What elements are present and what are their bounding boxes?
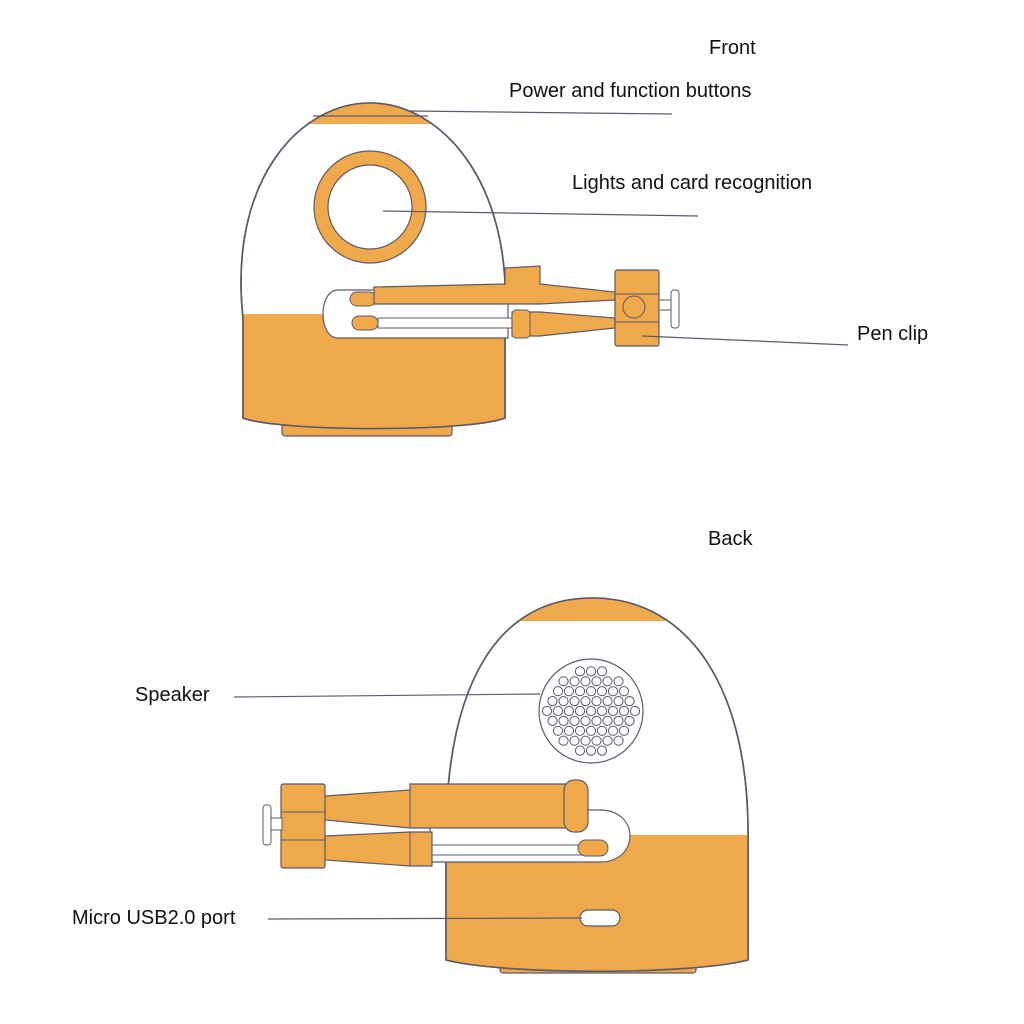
speaker-hole — [602, 676, 613, 687]
speaker-hole — [613, 715, 624, 727]
speaker-hole — [585, 705, 597, 717]
speaker-hole — [602, 696, 613, 707]
speaker-hole — [613, 676, 624, 687]
speaker-holes — [541, 666, 641, 756]
speaker-hole — [618, 725, 630, 736]
speaker-hole — [602, 735, 613, 746]
speaker-hole — [607, 705, 619, 717]
back-heading: Back — [708, 528, 753, 550]
speaker-hole — [558, 676, 569, 687]
speaker-hole — [574, 745, 586, 756]
speaker-hole — [591, 735, 602, 746]
speaker-hole — [569, 715, 580, 727]
speaker-hole — [629, 705, 641, 717]
speaker-hole — [596, 745, 608, 756]
back-upper-arm — [324, 783, 576, 829]
speaker-hole — [607, 686, 619, 697]
speaker-hole — [563, 686, 575, 697]
speaker-hole — [574, 666, 586, 677]
front-device — [240, 102, 680, 437]
speaker-hole — [574, 705, 586, 717]
speaker-hole — [569, 696, 580, 707]
back-pen-clip — [280, 783, 326, 869]
front-heading: Front — [709, 37, 756, 59]
speaker-hole — [580, 696, 591, 707]
speaker-hole — [596, 686, 608, 697]
usb-port-label: Micro USB2.0 port — [72, 907, 236, 929]
speaker-hole — [574, 686, 586, 697]
speaker-hole — [558, 735, 569, 746]
speaker-hole — [596, 705, 608, 717]
pen-clip-label: Pen clip — [857, 323, 929, 345]
speaker-hole — [624, 715, 635, 727]
leader-lights — [382, 210, 699, 217]
speaker-hole — [552, 725, 564, 736]
speaker-hole — [607, 725, 619, 736]
speaker-hole — [580, 715, 591, 727]
front-pivot-upper — [349, 291, 377, 307]
speaker-hole — [580, 735, 591, 746]
power-buttons-label: Power and function buttons — [509, 80, 752, 102]
leader-power — [409, 110, 673, 115]
speaker-hole — [563, 725, 575, 736]
front-pivot-lower — [351, 315, 379, 331]
speaker-hole — [613, 696, 624, 707]
back-top-cap — [510, 598, 680, 621]
camera-window — [327, 164, 413, 250]
speaker-hole — [585, 686, 597, 697]
speaker-hole — [558, 696, 569, 707]
back-lower-arm — [324, 831, 433, 867]
speaker-hole — [547, 696, 558, 707]
speaker-hole — [596, 725, 608, 736]
speaker-hole — [552, 705, 564, 717]
speaker-hole — [574, 725, 586, 736]
speaker-hole — [618, 686, 630, 697]
back-device — [262, 597, 749, 974]
lights-card-label: Lights and card recognition — [572, 172, 813, 194]
speaker-hole — [558, 715, 569, 727]
speaker-hole — [569, 735, 580, 746]
speaker-hole — [618, 705, 630, 717]
speaker-hole — [547, 715, 558, 727]
speaker-hole — [563, 705, 575, 717]
speaker-hole — [580, 676, 591, 687]
speaker-hole — [591, 676, 602, 687]
speaker-hole — [591, 696, 602, 707]
speaker-hole — [596, 666, 608, 677]
speaker-hole — [591, 715, 602, 727]
speaker-hole — [552, 686, 564, 697]
speaker-hole — [569, 676, 580, 687]
leader-speaker — [233, 693, 541, 698]
back-pivot-lower — [577, 839, 609, 857]
usb-port — [579, 909, 621, 927]
speaker-label: Speaker — [135, 684, 210, 706]
speaker-hole — [541, 705, 553, 717]
speaker-hole — [585, 725, 597, 736]
speaker-hole — [602, 715, 613, 727]
speaker-hole — [613, 735, 624, 746]
leader-usb — [267, 917, 583, 920]
speaker-hole — [624, 696, 635, 707]
leader-pen-clip — [641, 335, 849, 346]
speaker-hole — [585, 745, 597, 756]
speaker-hole — [585, 666, 597, 677]
